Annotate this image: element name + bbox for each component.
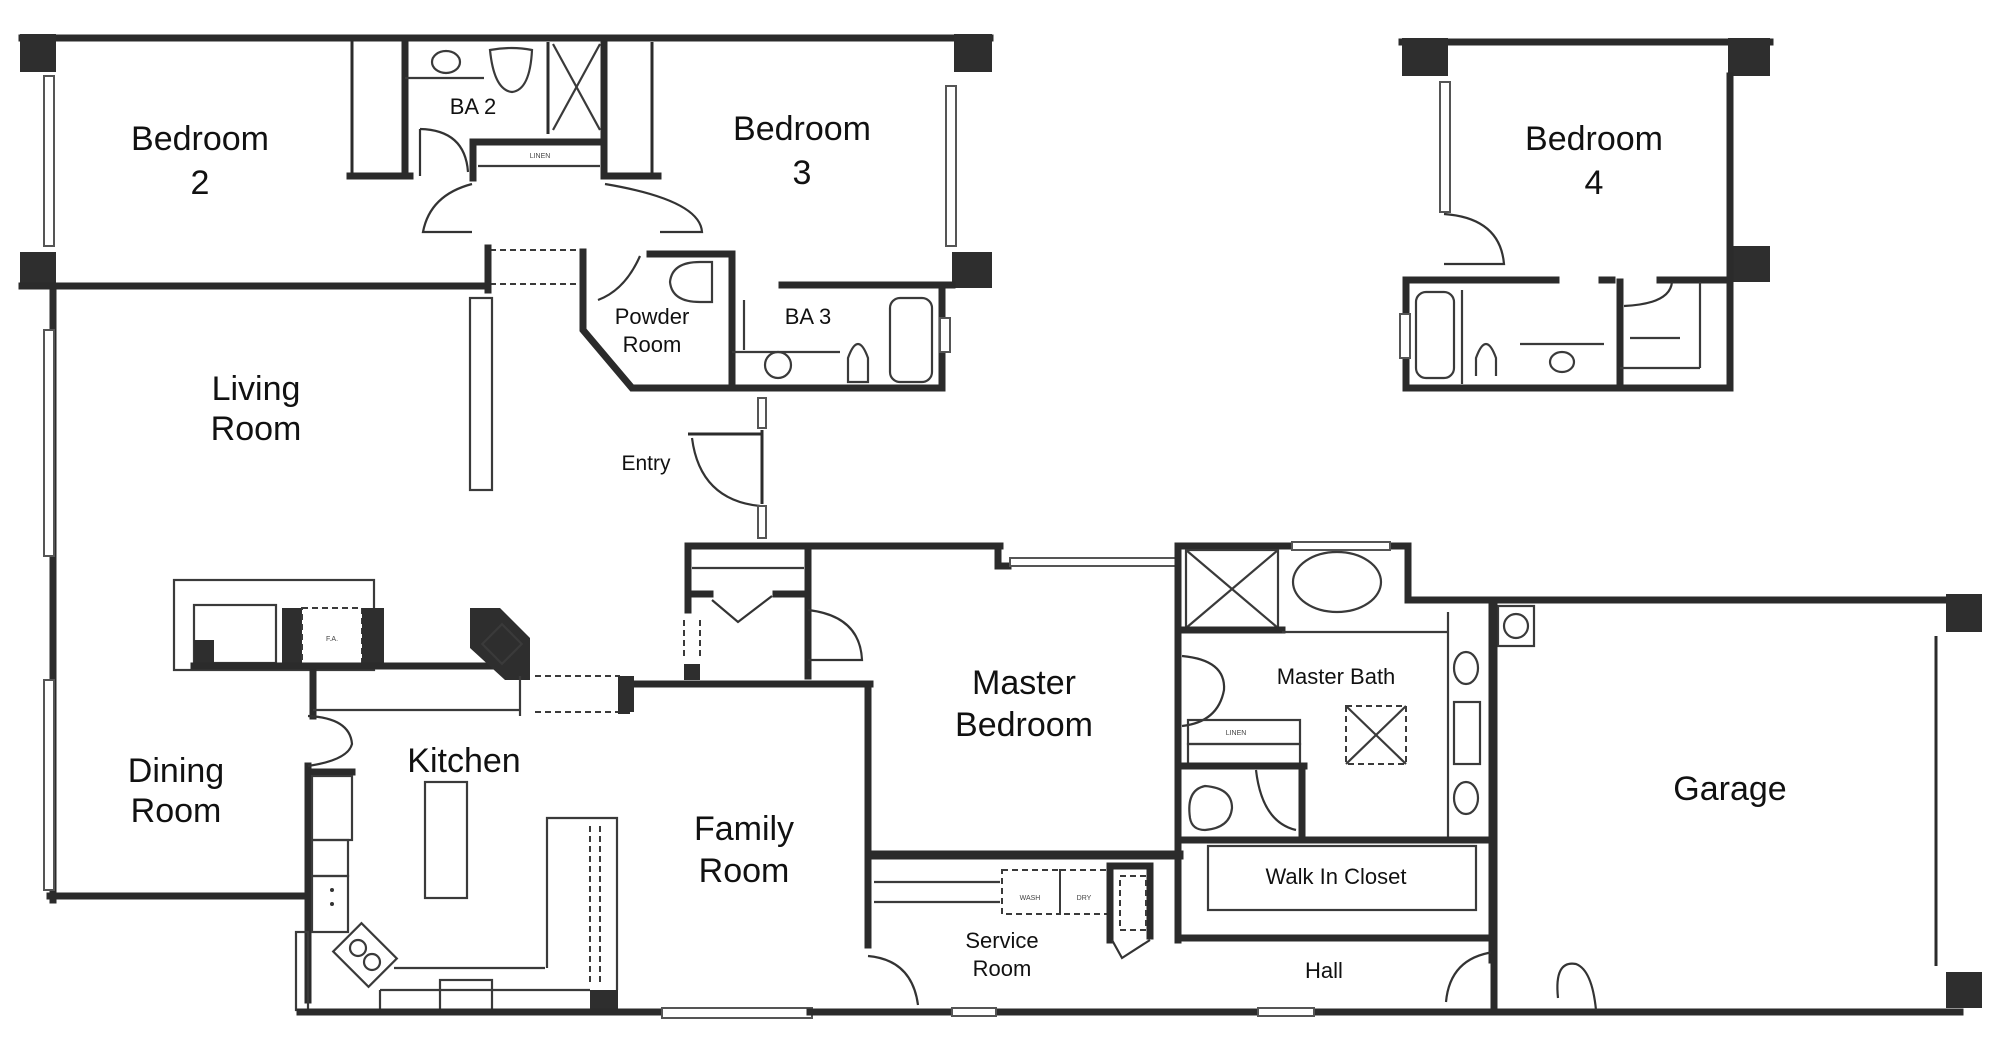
washer-label: WASH — [1020, 895, 1041, 902]
dining-room-label: Dining — [128, 752, 224, 790]
bedroom-4-label: Bedroom — [1525, 120, 1663, 158]
entry-label: Entry — [621, 452, 671, 475]
bedroom-4-wing — [1398, 38, 1774, 392]
service-hall: WASH DRY — [866, 844, 1598, 1017]
bedroom-2-number: 2 — [191, 164, 210, 202]
linen-ba2-label: LINEN — [530, 153, 551, 160]
linen-master-label: LINEN — [1226, 730, 1247, 737]
family-room-walls — [296, 676, 1964, 1019]
service-room-label: Service — [965, 928, 1038, 953]
family-room-label-2: Room — [699, 852, 790, 890]
living-room-label-2: Room — [211, 410, 302, 448]
fireplace-builtin: F.A. — [172, 578, 630, 720]
powder-ba3 — [579, 248, 951, 392]
room-labels: Bedroom 2 BA 2 Bedroom 3 Bedroom 4 Powde… — [128, 94, 1787, 983]
dining-room-label-2: Room — [131, 792, 222, 830]
garage-label: Garage — [1673, 770, 1786, 808]
service-room-label-2: Room — [973, 956, 1032, 981]
ba-2-label: BA 2 — [450, 94, 496, 119]
north-wing: LINEN — [18, 34, 994, 294]
walk-in-closet-label: Walk In Closet — [1265, 864, 1406, 889]
bedroom-4-number: 4 — [1585, 164, 1604, 202]
powder-room-label-2: Room — [623, 332, 682, 357]
hall-label: Hall — [1305, 958, 1343, 983]
bedroom-2-label: Bedroom — [131, 120, 269, 158]
powder-room-label: Powder — [615, 304, 690, 329]
master-bedroom-label-2: Bedroom — [955, 706, 1093, 744]
living-room-label: Living — [212, 370, 301, 408]
master-bedroom-label: Master — [972, 664, 1076, 702]
bedroom-3-label: Bedroom — [733, 110, 871, 148]
bedroom-3-number: 3 — [793, 154, 812, 192]
master-bath-fixtures: LINEN — [1174, 541, 1964, 964]
family-room-label: Family — [694, 810, 794, 848]
living-room-walls — [43, 286, 767, 904]
ba-3-label: BA 3 — [785, 304, 831, 329]
kitchen-label: Kitchen — [407, 742, 520, 780]
garage-walls — [1490, 594, 1982, 1016]
dryer-label: DRY — [1077, 895, 1092, 902]
fireplace-label: F.A. — [326, 636, 338, 643]
master-bath-label: Master Bath — [1277, 664, 1396, 689]
kitchen-fixtures — [294, 768, 619, 1012]
